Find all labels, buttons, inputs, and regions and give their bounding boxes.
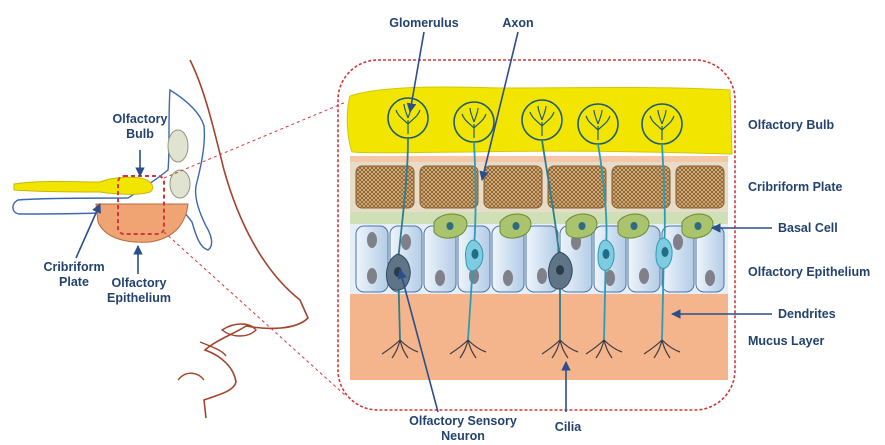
dendrites-label: Dendrites — [778, 307, 836, 322]
basal-cell-label: Basal Cell — [778, 221, 838, 236]
zoom-guide-bottom — [164, 232, 346, 396]
cell-nucleus — [367, 268, 377, 284]
cribriform-block — [676, 166, 724, 208]
basal-strip — [350, 212, 728, 224]
cribriform-block — [420, 166, 478, 208]
olfactory-epithelium-label: Olfactory Epithelium — [748, 265, 870, 280]
cell-nucleus — [639, 268, 649, 284]
chin-line — [178, 373, 204, 380]
mucus-layer — [350, 294, 728, 380]
olfactory-bulb-label: Olfactory Bulb — [748, 118, 834, 133]
cell-nucleus — [705, 270, 715, 286]
small-olfactory-epithelium — [96, 204, 188, 242]
neuron-nucleus — [472, 249, 479, 259]
basal-nucleus — [447, 222, 454, 230]
basal-nucleus — [695, 222, 702, 230]
neuron-nucleus — [603, 249, 610, 259]
axon-label: Axon — [498, 16, 538, 31]
cribriform-block — [484, 166, 542, 208]
cell-nucleus — [367, 232, 377, 248]
cell-nucleus — [401, 234, 411, 250]
neuron-nucleus — [556, 265, 564, 275]
cribriform-plate-label: Cribriform Plate — [748, 180, 842, 195]
basal-nucleus — [579, 222, 586, 230]
cribriform-block — [548, 166, 606, 208]
small-epithelium-label-line-2: Epithelium — [96, 291, 182, 306]
cell-nucleus — [503, 270, 513, 286]
glomerulus-label: Glomerulus — [373, 16, 475, 31]
zoom-panel — [338, 32, 772, 412]
small-olfactory-bulb-label: Olfactory Bulb — [100, 112, 180, 142]
basal-nucleus — [513, 222, 520, 230]
small-cribriform-label-line-1: Cribriform — [34, 260, 114, 275]
neuron-nucleus — [662, 247, 669, 257]
mucus-layer-label: Mucus Layer — [748, 334, 824, 349]
sinus-lower — [170, 170, 190, 198]
cribriform-block — [612, 166, 670, 208]
olfactory-sensory-neuron-label: Olfactory Sensory Neuron — [393, 414, 533, 444]
osn-label-line-1: Olfactory Sensory — [393, 414, 533, 429]
small-bulb-label-line-1: Olfactory — [100, 112, 180, 127]
osn-label-line-2: Neuron — [393, 429, 533, 444]
cribriform-blocks — [356, 166, 724, 208]
cell-nucleus — [605, 270, 615, 286]
small-bulb-label-line-2: Bulb — [100, 127, 180, 142]
cell-nucleus — [435, 270, 445, 286]
small-epithelium-label-line-1: Olfactory — [96, 276, 182, 291]
small-olfactory-bulb — [14, 177, 153, 194]
cilia-label: Cilia — [548, 420, 588, 435]
small-olfactory-epithelium-label: Olfactory Epithelium — [96, 276, 182, 306]
basal-nucleus — [631, 222, 638, 230]
cell-nucleus — [537, 268, 547, 284]
cell-nucleus — [673, 234, 683, 250]
